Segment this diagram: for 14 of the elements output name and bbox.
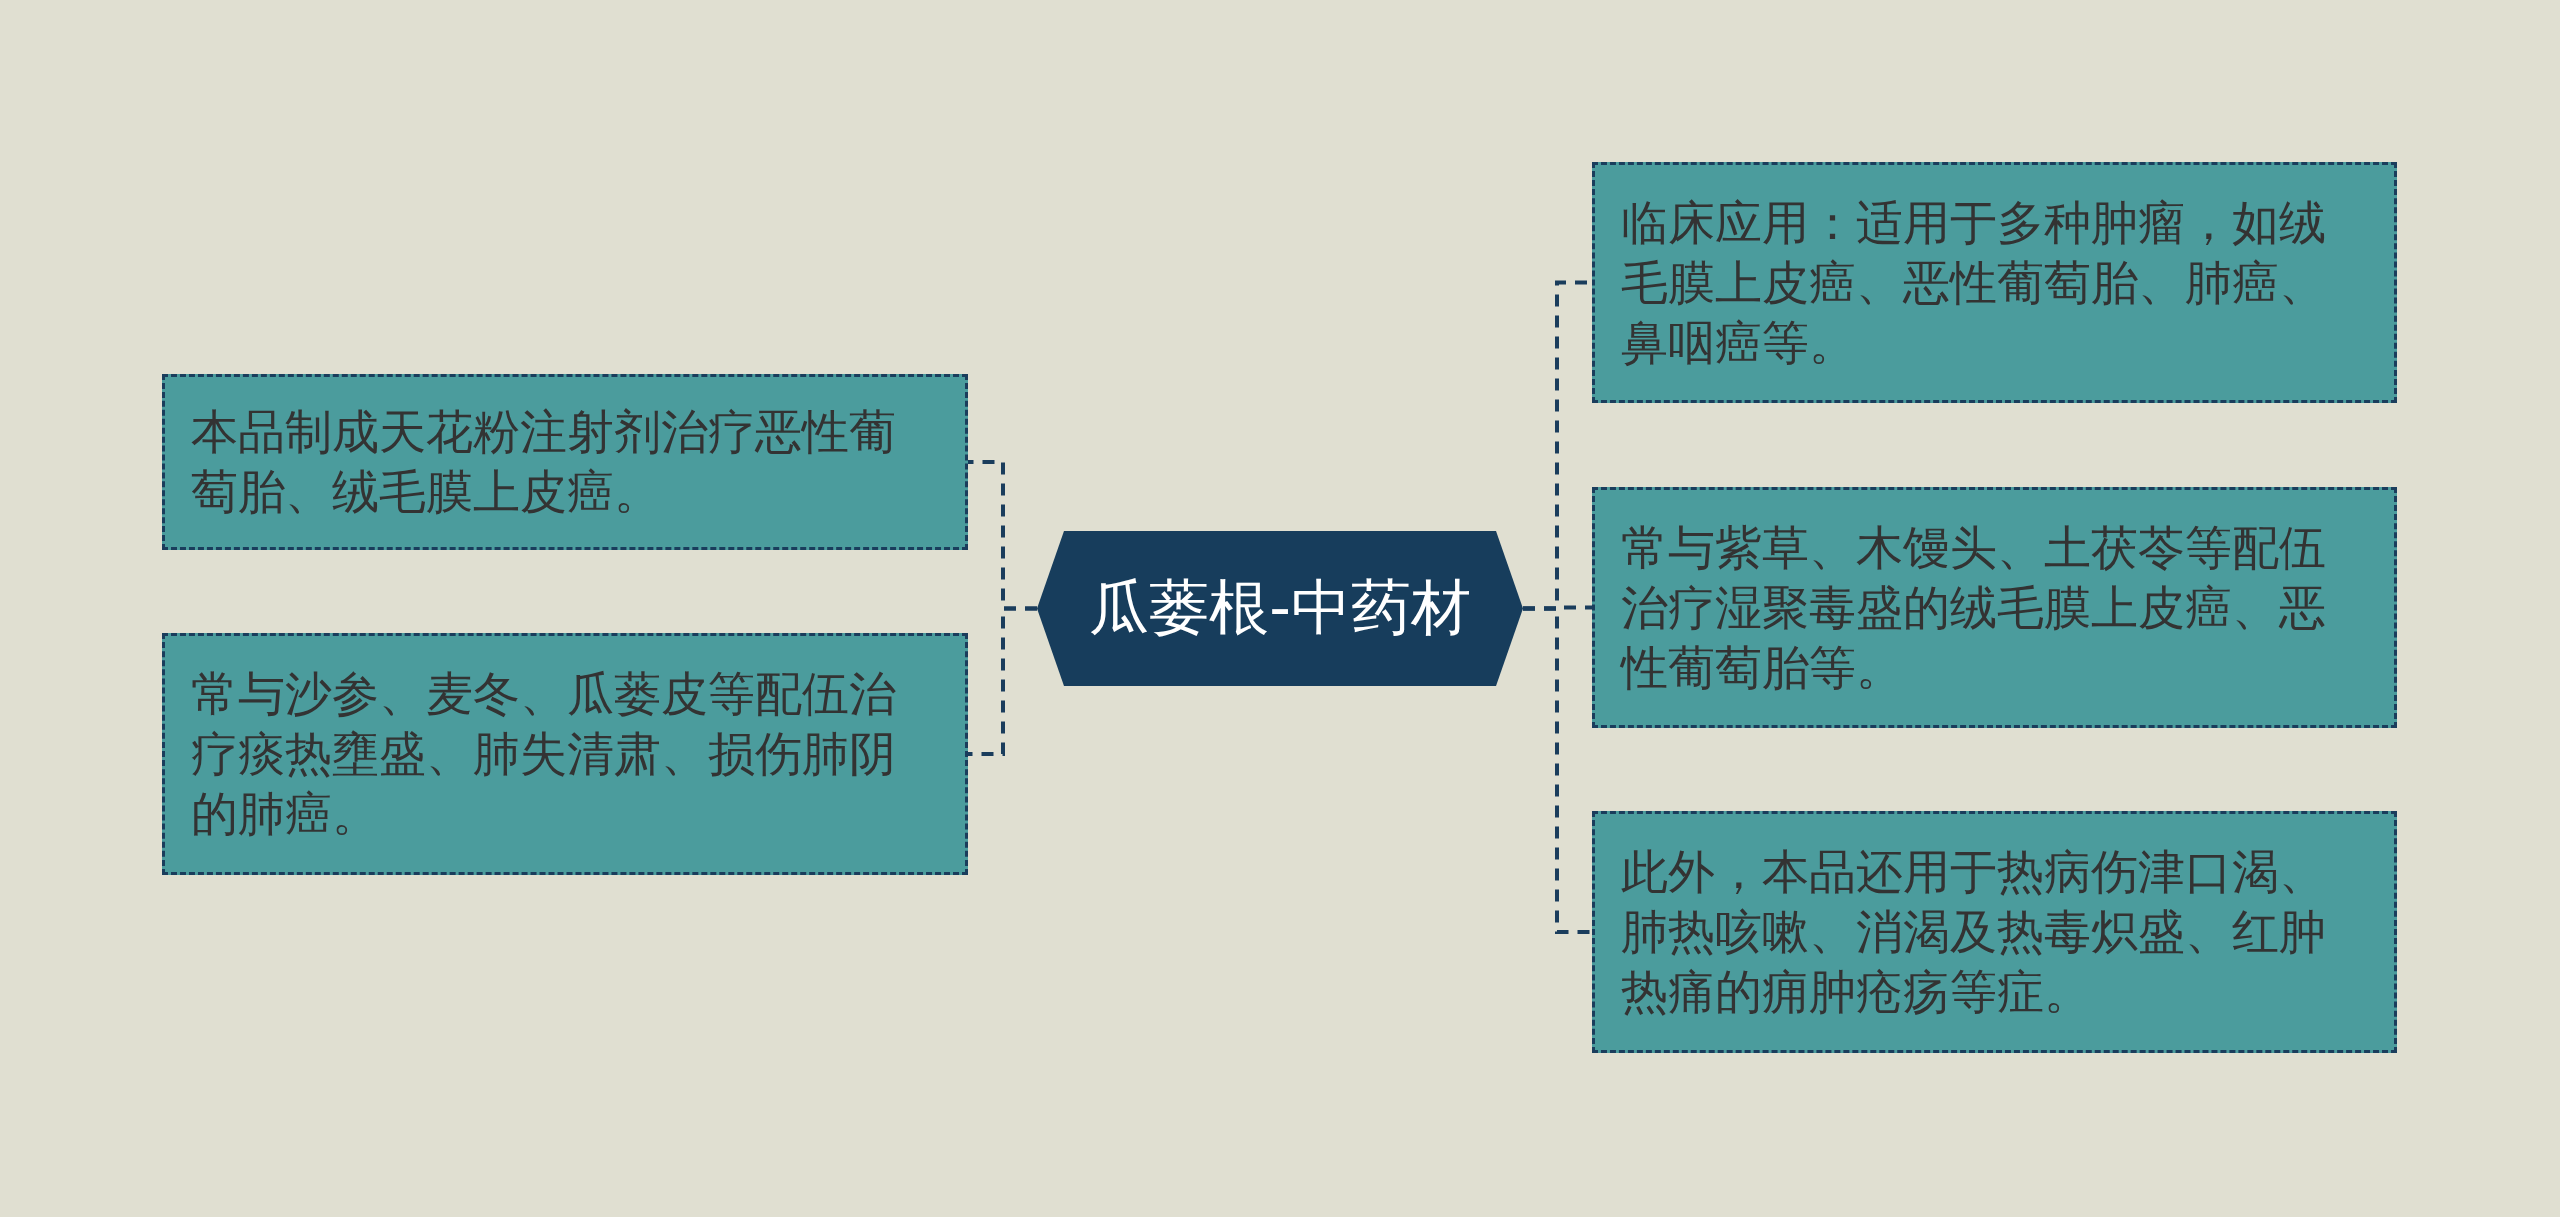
note-text: 常与沙参、麦冬、瓜蒌皮等配伍治疗痰热壅盛、肺失清肃、损伤肺阴的肺癌。 bbox=[191, 665, 897, 843]
note-box bbox=[162, 374, 968, 550]
connector-line bbox=[968, 606, 1037, 756]
connector-line bbox=[1523, 606, 1592, 934]
note-text: 临床应用：适用于多种肿瘤，如绒毛膜上皮癌、恶性葡萄胎、肺癌、鼻咽癌等。 bbox=[1621, 193, 2327, 372]
topic-title: 瓜蒌根-中药材 bbox=[1089, 571, 1471, 644]
note-text: 本品制成天花粉注射剂治疗恶性葡萄胎、绒毛膜上皮癌。 bbox=[191, 403, 897, 521]
note-box bbox=[162, 633, 968, 875]
note-box bbox=[1592, 487, 2397, 728]
topic-hexagon bbox=[1037, 531, 1523, 686]
note-text: 常与紫草、木馒头、土茯苓等配伍治疗湿聚毒盛的绒毛膜上皮癌、恶性葡萄胎等。 bbox=[1621, 518, 2327, 697]
note-box bbox=[1592, 811, 2397, 1053]
note-text: 此外，本品还用于热病伤津口渴、肺热咳嗽、消渴及热毒炽盛、红肿热痛的痈肿疮疡等症。 bbox=[1621, 843, 2327, 1021]
note-box bbox=[1592, 162, 2397, 403]
